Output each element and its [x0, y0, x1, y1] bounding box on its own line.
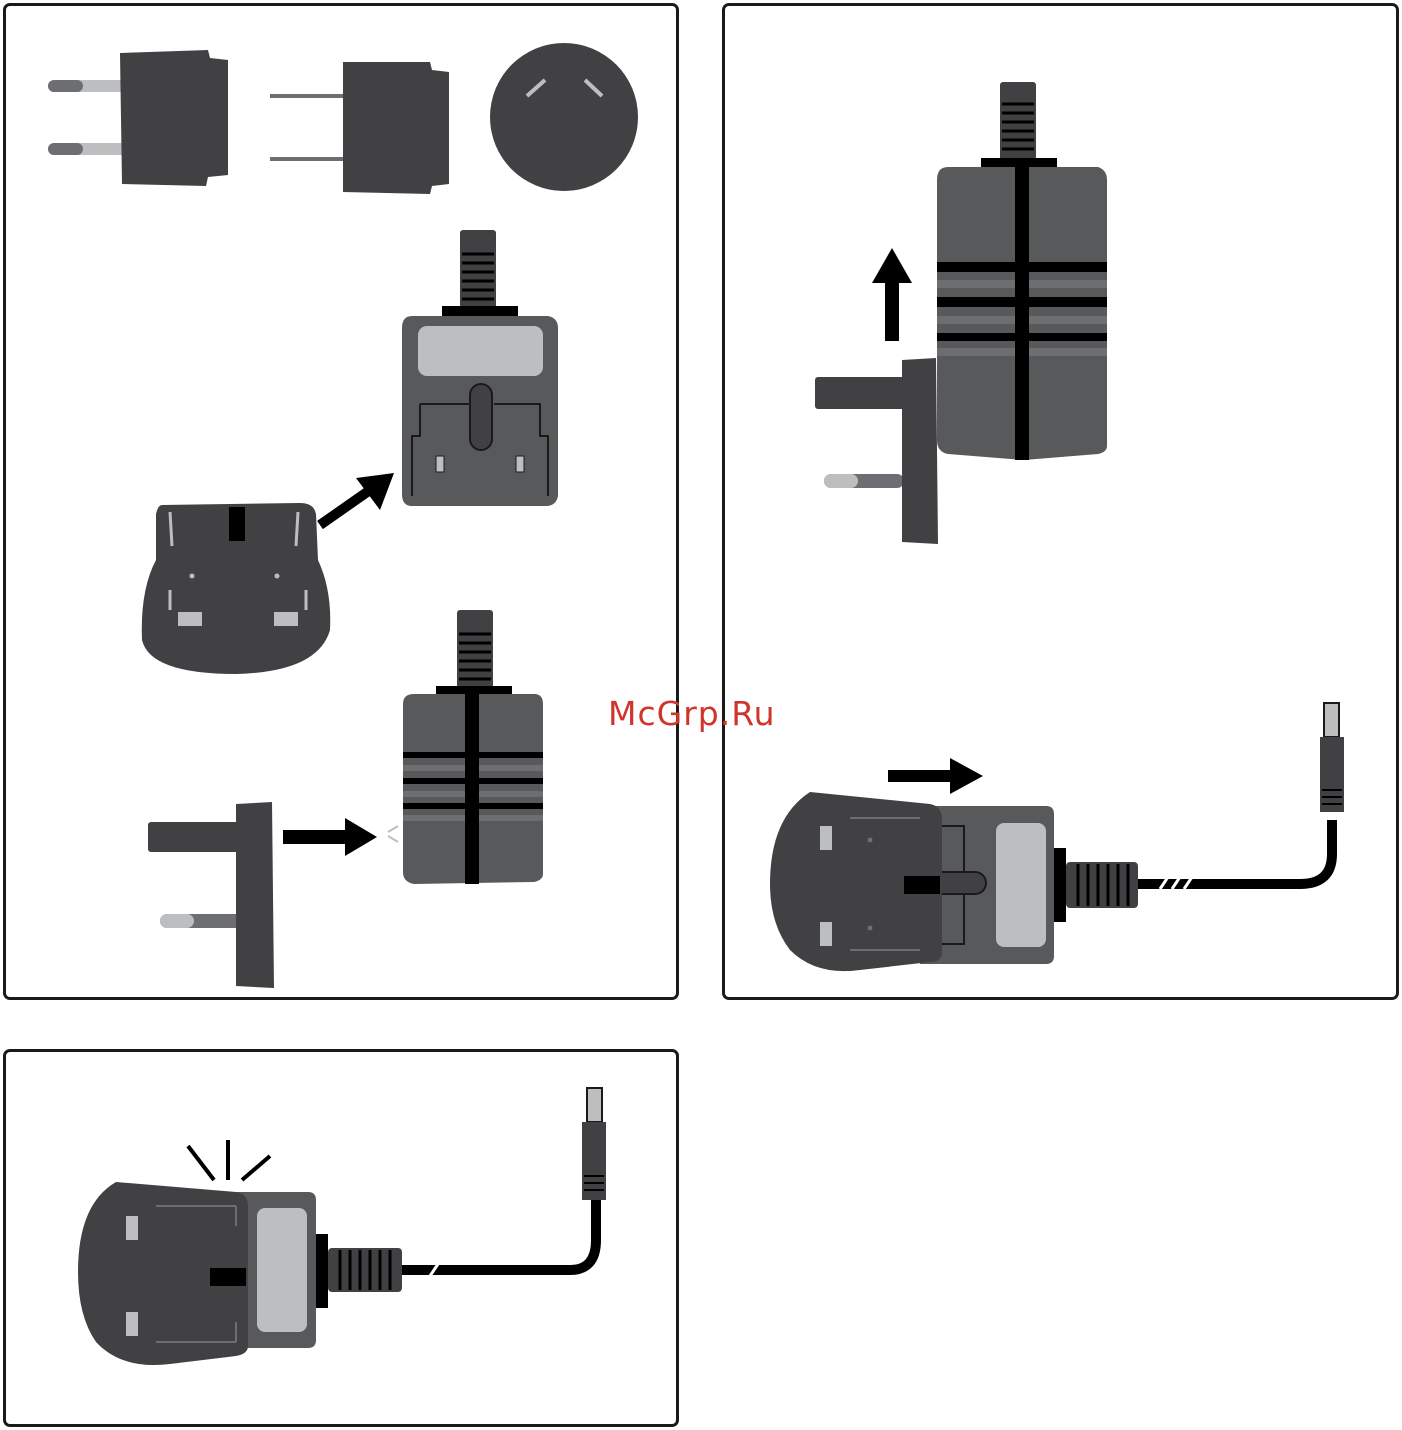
- adapter-body-back: [402, 230, 558, 506]
- us-plug-icon: [270, 62, 449, 194]
- au-plug-icon: [490, 43, 638, 191]
- adapter-body-side-large: [937, 82, 1107, 460]
- eu-plug-icon: [48, 50, 228, 186]
- arrow-right-icon-2: [888, 758, 983, 794]
- watermark-text: McGrp.Ru: [608, 694, 776, 733]
- uk-plug-side-icon-2: [815, 358, 938, 544]
- arrow-up-icon: [872, 248, 912, 341]
- adapter-body-side: [388, 610, 543, 884]
- arrow-right-icon: [283, 818, 377, 856]
- connected-adapter: [78, 1088, 606, 1365]
- click-indicator-icon: [188, 1140, 270, 1180]
- uk-plug-face-icon: [142, 503, 330, 674]
- arrow-up-right-icon: [320, 473, 394, 525]
- assembled-adapter: [770, 703, 1344, 971]
- uk-plug-side-icon: [148, 802, 274, 988]
